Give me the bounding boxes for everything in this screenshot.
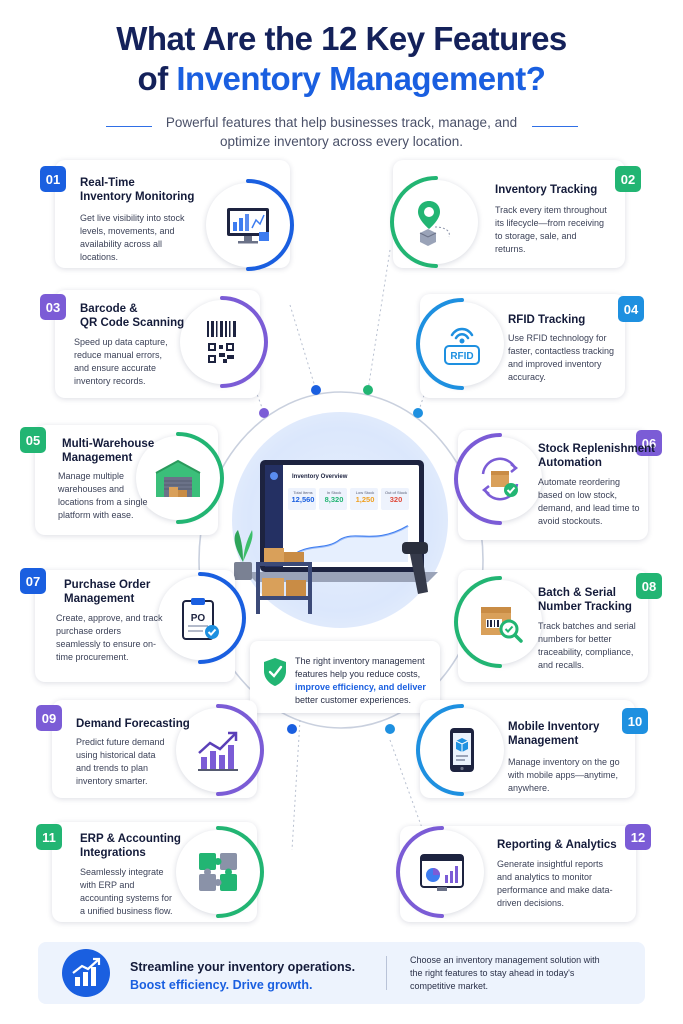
feature-icon-circle: RFID	[416, 298, 504, 390]
svg-text:RFID: RFID	[450, 351, 473, 362]
monitor-dashboard-icon	[223, 200, 273, 250]
feature-number-badge: 08	[636, 573, 662, 599]
feature-number-badge: 02	[615, 166, 641, 192]
center-callout: The right inventory management features …	[250, 641, 440, 713]
feature-title: Multi-Warehouse Management	[62, 438, 155, 464]
feature-number-badge: 12	[625, 824, 651, 850]
feature-title: Stock Replenishment Automation	[538, 443, 655, 469]
feature-description: Get live visibility into stock levels, m…	[80, 213, 185, 262]
feature-number-badge: 10	[622, 708, 648, 734]
feature-number-badge: 05	[20, 427, 46, 453]
feature-icon-circle: PO	[158, 572, 246, 664]
callout-text-start: The right inventory management features …	[295, 656, 425, 679]
mobile-phone-icon	[437, 725, 487, 775]
feature-number-badge: 11	[36, 824, 62, 850]
feature-title: RFID Tracking	[508, 314, 586, 326]
callout-text-end: better customer experiences.	[295, 695, 412, 705]
batch-box-icon	[475, 597, 525, 647]
feature-description: Manage inventory on the go with mobile a…	[508, 757, 620, 793]
feature-icon-circle	[176, 826, 264, 918]
rfid-icon: RFID	[437, 319, 487, 369]
shield-check-icon	[264, 658, 286, 686]
stat-label: Low Stock	[355, 490, 375, 495]
feature-number-badge: 04	[618, 296, 644, 322]
feature-description: Seamlessly integrate with ERP and accoun…	[80, 867, 173, 916]
callout-text: The right inventory management features …	[295, 655, 435, 707]
callout-text-highlight: improve efficiency, and deliver	[295, 682, 426, 692]
page-title-line1: What Are the 12 Key Features	[116, 20, 567, 57]
feature-icon-circle	[390, 176, 478, 268]
location-pin-icon	[411, 197, 461, 247]
svg-text:PO: PO	[191, 613, 206, 624]
feature-number-badge: 06	[636, 430, 662, 456]
feature-number-badge: 07	[20, 568, 46, 594]
feature-title: Real-Time Inventory Monitoring	[80, 177, 195, 203]
subtitle-divider-right	[532, 126, 578, 127]
feature-title: Mobile Inventory Management	[508, 721, 600, 747]
footer-description: Choose an inventory management solution …	[410, 955, 600, 991]
feature-description: Automate reordering based on low stock, …	[538, 477, 640, 526]
replenish-box-icon	[475, 454, 525, 504]
forecast-chart-icon	[193, 725, 243, 775]
feature-description: Create, approve, and track purchase orde…	[56, 613, 163, 662]
feature-title: Inventory Tracking	[495, 184, 598, 196]
puzzle-icon	[193, 847, 243, 897]
stat-in-stock: In Stock 8,320	[320, 490, 348, 504]
stat-out-of-stock: Out of Stock 320	[382, 490, 410, 504]
feature-icon-circle	[396, 826, 484, 918]
feature-description: Use RFID technology for faster, contactl…	[508, 333, 615, 382]
stat-total: Total Items 12,560	[289, 490, 317, 504]
feature-title: Batch & Serial Number Tracking	[538, 587, 632, 613]
feature-number-badge: 03	[40, 294, 66, 320]
title-highlight: Inventory Management?	[176, 60, 546, 97]
stat-label: Total Items	[293, 490, 313, 495]
barcode-qr-icon	[197, 317, 247, 367]
title-prefix: of	[137, 60, 177, 97]
feature-title: Demand Forecasting	[76, 718, 190, 730]
feature-icon-circle	[206, 179, 294, 271]
feature-icon-circle	[176, 704, 264, 796]
feature-number-badge: 09	[36, 705, 62, 731]
footer-headline: Streamline your inventory operations.	[130, 960, 356, 974]
feature-title: Purchase Order Management	[64, 579, 151, 605]
feature-title: ERP & Accounting Integrations	[80, 833, 181, 859]
feature-icon-circle	[454, 433, 542, 525]
footer-tagline: Boost efficiency. Drive growth.	[130, 978, 313, 992]
feature-description: Predict future demand using historical d…	[76, 737, 165, 786]
growth-chart-icon	[62, 949, 110, 997]
stat-label: In Stock	[326, 490, 342, 495]
feature-description: Speed up data capture, reduce manual err…	[74, 337, 168, 386]
feature-description: Track every item throughout its lifecycl…	[495, 205, 607, 254]
feature-description: Track batches and serial numbers for bet…	[538, 621, 636, 670]
warehouse-icon	[153, 453, 203, 503]
stat-low-stock: Low Stock 1,250	[351, 490, 379, 504]
feature-icon-circle	[416, 704, 504, 796]
center-illustration	[234, 460, 438, 614]
feature-number-badge: 01	[40, 166, 66, 192]
stat-value: 320	[389, 495, 403, 504]
feature-icon-circle	[136, 432, 224, 524]
footer-divider	[386, 956, 387, 990]
feature-title: Reporting & Analytics	[497, 839, 617, 851]
page-title-line2: of Inventory Management?	[0, 60, 683, 98]
dashboard-title: Inventory Overview	[292, 474, 348, 480]
report-analytics-icon	[417, 847, 467, 897]
stat-value: 8,320	[324, 495, 344, 504]
feature-description: Manage multiple warehouses and locations…	[58, 471, 148, 520]
subtitle-divider-left	[106, 126, 152, 127]
stat-value: 12,560	[291, 495, 315, 504]
page-subtitle: Powerful features that help businesses t…	[165, 115, 518, 149]
stat-value: 1,250	[355, 495, 375, 504]
stat-label: Out of Stock	[384, 490, 407, 495]
feature-icon-circle	[180, 296, 268, 388]
feature-title: Barcode & QR Code Scanning	[80, 303, 185, 329]
purchase-order-icon: PO	[175, 593, 225, 643]
feature-description: Generate insightful reports and analytic…	[497, 859, 613, 908]
footer-banner: Streamline your inventory operations. Bo…	[38, 942, 645, 1004]
feature-icon-circle	[454, 576, 542, 668]
